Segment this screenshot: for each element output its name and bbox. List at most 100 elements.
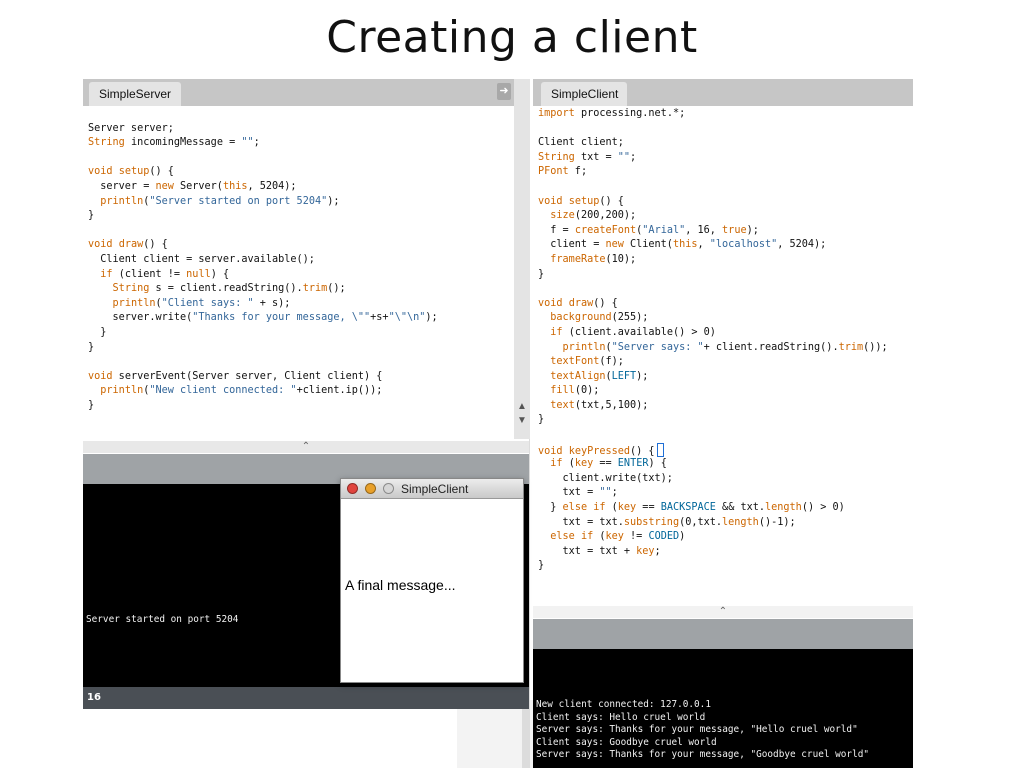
code-token: }	[88, 326, 107, 338]
sketch-window: SimpleClient A final message...	[340, 478, 524, 683]
client-code-editor[interactable]: import processing.net.*; Client client; St…	[533, 107, 913, 597]
code-token: Client client;	[538, 137, 624, 149]
code-token: +s+	[370, 312, 389, 324]
code-line	[538, 428, 913, 443]
code-token: size	[550, 210, 575, 222]
server-line-status: 16	[83, 687, 529, 709]
sketch-titlebar[interactable]: SimpleClient	[341, 479, 523, 499]
code-token: serverEvent(Server server, Client client…	[112, 370, 383, 382]
text-cursor	[656, 442, 664, 457]
code-token: , 5204);	[777, 239, 827, 251]
code-token: CODED	[648, 531, 680, 543]
code-token: (f);	[599, 356, 624, 368]
code-token: "Server started on port 5204"	[149, 195, 328, 207]
code-token: server.write(	[88, 312, 193, 324]
client-console-line: Client says: Goodbye cruel world	[536, 736, 717, 748]
code-line: client = new Client(this, "localhost", 5…	[538, 238, 913, 253]
code-token	[538, 400, 550, 411]
code-token: !=	[623, 531, 649, 543]
client-tabbar: SimpleClient	[533, 79, 913, 106]
sketch-canvas[interactable]: A final message...	[341, 499, 523, 682]
code-line: text(txt,5,100);	[538, 399, 913, 414]
code-line: String s = client.readString().trim();	[88, 282, 529, 297]
code-token: true	[722, 224, 747, 236]
scroll-down-arrow-icon[interactable]: ▼	[517, 415, 527, 426]
client-console-line: Server says: Thanks for your message, "G…	[536, 749, 870, 761]
code-token: ;	[654, 545, 661, 557]
code-token: text	[550, 399, 575, 411]
code-token: txt =	[538, 487, 600, 499]
code-line: PFont f;	[538, 165, 913, 180]
code-token: }	[88, 399, 95, 411]
code-token: String	[88, 137, 125, 149]
code-token: this	[222, 180, 248, 192]
code-token: key	[574, 458, 594, 470]
code-token: println	[100, 385, 144, 397]
code-token: }	[88, 341, 95, 353]
code-line: }	[88, 326, 529, 341]
window-edge-controls: ▲ ▼	[514, 79, 530, 439]
code-token: (0,txt.	[679, 516, 723, 528]
code-token: ) {	[648, 458, 667, 470]
code-line: println("Server says: "+ client.readStri…	[538, 341, 913, 356]
code-token: if	[550, 458, 563, 470]
code-token: println	[100, 195, 144, 207]
minimize-window-icon[interactable]	[365, 483, 376, 494]
close-window-icon[interactable]	[347, 483, 358, 494]
code-token: ==	[593, 458, 618, 470]
code-line: import processing.net.*;	[538, 107, 913, 122]
client-editor-window: SimpleClient import processing.net.*; Cli…	[533, 79, 913, 768]
code-token: () > 0)	[801, 502, 845, 514]
code-token: incomingMessage =	[124, 137, 242, 149]
code-line: void draw() {	[88, 238, 529, 253]
code-token: }	[538, 268, 545, 280]
code-token: void	[88, 239, 113, 251]
code-token: BACKSPACE	[660, 502, 716, 514]
tab-menu-arrow-icon[interactable]: ➜	[497, 83, 511, 100]
scroll-up-arrow-icon[interactable]: ▲	[517, 401, 527, 412]
code-token: "Server says: "	[611, 341, 704, 353]
code-token: substring	[623, 516, 680, 528]
code-token: f;	[568, 166, 588, 178]
code-line: textAlign(LEFT);	[538, 370, 913, 385]
code-token	[538, 342, 563, 353]
code-token: if	[100, 268, 113, 280]
code-token: String	[538, 151, 575, 163]
code-token: txt = txt +	[538, 545, 637, 557]
code-token	[88, 269, 100, 280]
code-token	[538, 371, 550, 382]
code-token	[88, 283, 113, 294]
code-token: (	[636, 224, 643, 236]
code-token: length	[722, 516, 759, 528]
server-split-divider[interactable]: ⌃	[83, 441, 529, 453]
code-token: fill	[550, 385, 575, 397]
code-token: ""	[617, 151, 631, 163]
code-token: txt =	[574, 151, 618, 163]
code-line: txt = "";	[538, 486, 913, 501]
zoom-window-icon[interactable]	[383, 483, 394, 494]
code-token: (	[143, 385, 150, 397]
code-token: String	[112, 283, 150, 295]
code-token: "\"\n"	[388, 312, 426, 324]
code-line: }	[88, 399, 529, 414]
client-split-divider[interactable]: ⌃	[533, 606, 913, 618]
code-token: ;	[253, 137, 260, 149]
tab-simpleclient[interactable]: SimpleClient	[541, 82, 627, 106]
code-token: (200,200);	[574, 210, 637, 222]
code-token: ==	[636, 502, 661, 514]
code-token	[88, 298, 113, 309]
code-line: }	[538, 559, 913, 574]
code-token: () {	[149, 166, 174, 178]
tab-simpleserver[interactable]: SimpleServer	[89, 82, 181, 106]
code-token: );	[746, 224, 759, 236]
code-line	[88, 107, 529, 122]
code-line: }	[538, 268, 913, 283]
code-line: } else if (key == BACKSPACE && txt.lengt…	[538, 501, 913, 516]
code-line: void keyPressed() {	[538, 442, 913, 458]
sketch-window-title: SimpleClient	[401, 482, 469, 496]
server-code-editor[interactable]: Server server;String incomingMessage = "…	[83, 107, 529, 429]
code-token	[538, 531, 550, 542]
code-token: Client client = server.available();	[88, 253, 315, 265]
code-token: println	[112, 297, 156, 309]
code-token	[538, 385, 550, 396]
